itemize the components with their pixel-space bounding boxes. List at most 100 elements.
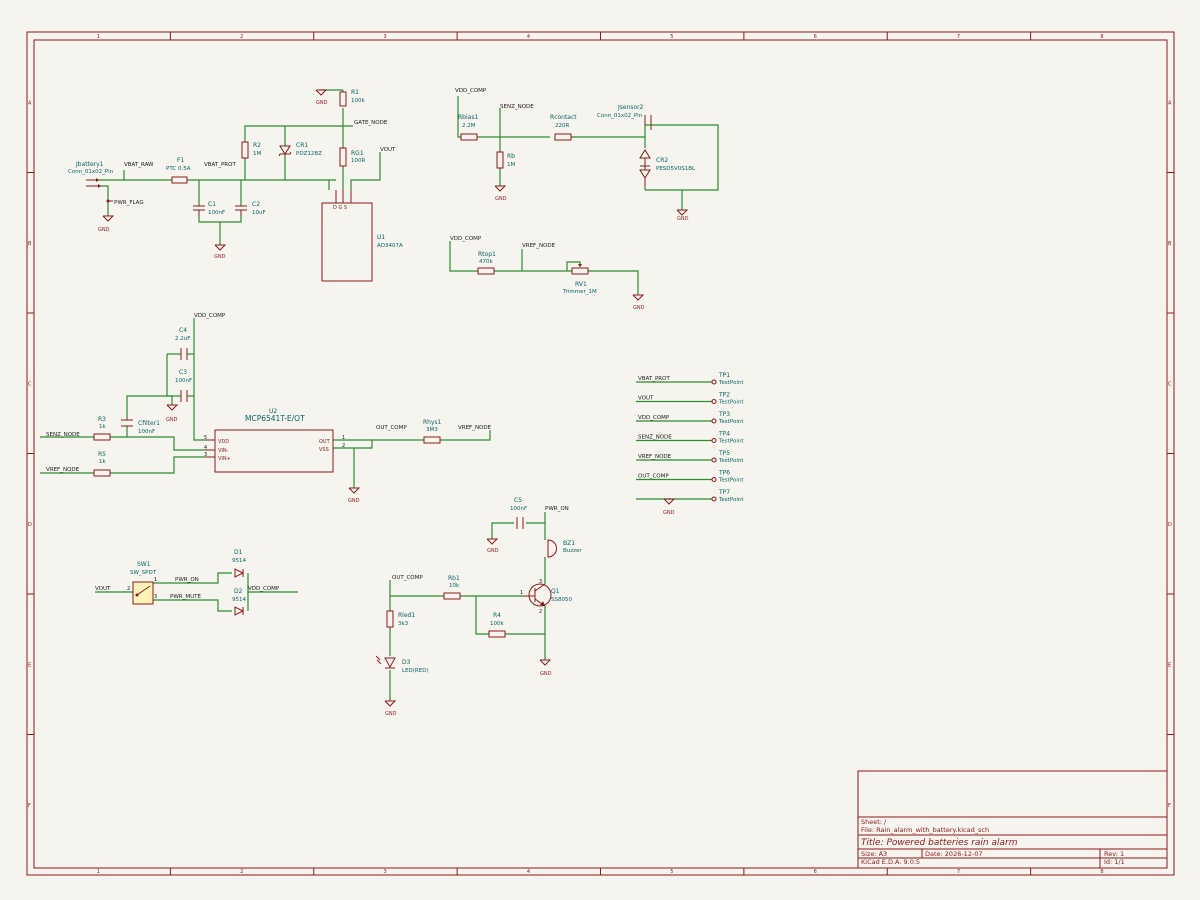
test-point-value: TestPoint	[718, 497, 744, 503]
r1-value: 100k	[351, 98, 365, 104]
rb-resistor[interactable]: Rb 1M	[496, 151, 515, 169]
grid-row-label-right: B	[1168, 241, 1172, 247]
rv1-trimmer[interactable]: RV1 Trimmer_1M	[562, 264, 597, 295]
grid-col-label-bottom: 6	[814, 869, 817, 875]
r1-resistor[interactable]: R1 100k	[339, 89, 365, 107]
test-point-ref: TP1	[718, 372, 730, 379]
d1-diode[interactable]: D1 9514	[232, 549, 246, 578]
r4-resistor[interactable]: R4 100k	[488, 612, 506, 638]
gnd-label: GND	[663, 510, 675, 516]
d2-ref: D2	[234, 588, 243, 595]
c5-capacitor[interactable]: C5 100nF	[510, 497, 527, 529]
c2-ref: C2	[252, 201, 260, 208]
c3-value: 100nF	[175, 378, 192, 384]
grid-row-label-right: C	[1168, 381, 1172, 387]
u2-comparator[interactable]: 5 4 3 1 2 VDD VIN- VIN+ OUT VSS U2 MCP65…	[204, 408, 345, 473]
rhys1-resistor[interactable]: Rhys1 3M3	[423, 419, 442, 444]
r3-value: 1k	[99, 424, 106, 430]
d2-diode[interactable]: D2 9514	[232, 588, 246, 616]
c4-capacitor[interactable]: C4 2.2uF	[175, 327, 190, 360]
bz1-buzzer[interactable]: BZ1 Buzzer	[547, 539, 582, 558]
grid-col-label-bottom: 2	[240, 869, 243, 875]
d1-value: 9514	[232, 558, 246, 564]
cr1-value: PDZ12BZ	[296, 151, 322, 157]
c5-ref: C5	[514, 497, 522, 504]
u1-pmos-mosfet[interactable]: D G S U1 AO3407A	[321, 190, 403, 282]
sw1-switch[interactable]: 2 1 3 SW1 SW_SPDT	[127, 561, 157, 605]
rtop1-resistor[interactable]: Rtop1 470k	[477, 251, 496, 275]
grid-col-label-bottom: 7	[957, 869, 960, 875]
net-vbat-prot: VBAT_PROT	[204, 162, 236, 168]
f1-fuse[interactable]: F1 PTC 0.5A	[166, 157, 191, 184]
gnd-symbol: GND	[384, 700, 397, 717]
r3-resistor[interactable]: R3 1k	[93, 416, 111, 441]
grid-row-label-left: E	[28, 662, 31, 668]
svg-text:2: 2	[342, 443, 345, 449]
jsensor2-ref: Jsensor2	[617, 104, 644, 111]
file-name: File: Rain_alarm_with_battery.kicad_sch	[861, 826, 989, 834]
gnd-label: GND	[214, 254, 226, 260]
grid-row-label-left: C	[28, 381, 32, 387]
test-point-ref: TP4	[718, 431, 730, 438]
rb1-value: 10k	[449, 583, 460, 589]
test-point-net: VDD_COMP	[638, 415, 670, 421]
rb1-resistor[interactable]: Rb1 10k	[443, 575, 461, 600]
rg1-resistor[interactable]: RG1 100R	[339, 147, 365, 167]
net-vdd-comp: VDD_COMP	[455, 88, 487, 94]
gnd-label: GND	[495, 196, 507, 202]
bz1-ref: BZ1	[563, 540, 575, 547]
grid-row-label-right: D	[1168, 522, 1172, 528]
r5-resistor[interactable]: R5 1k	[93, 451, 111, 477]
grid-col-label-top: 2	[240, 34, 243, 40]
rbias1-ref: Rbias1	[458, 114, 478, 121]
svg-text:1: 1	[342, 435, 345, 441]
d3-led[interactable]: D3 LED(RED)	[375, 655, 429, 674]
q1-npn-transistor[interactable]: 1 3 2 Q1 SS8050	[520, 579, 572, 615]
c5-value: 100nF	[510, 506, 527, 512]
output-driver-section: PWR_ON OUT_COMP GND C5 100nF BZ1 Buzzer …	[375, 497, 582, 717]
tool-name: KiCad E.D.A. 9.0.5	[861, 858, 920, 866]
power-switch-section: VOUT PWR_ON PWR_MUTE VDD_COMP 2 1 3 SW1 …	[95, 549, 298, 616]
net-pwr-on-2: PWR_ON	[545, 506, 569, 512]
sw1-value: SW_SPDT	[130, 570, 157, 576]
f1-value: PTC 0.5A	[166, 166, 191, 172]
u2-value: MCP6541T-E/OT	[245, 414, 305, 423]
net-vdd-comp-3: VDD_COMP	[194, 313, 226, 319]
jbattery1-ref: Jbattery1	[75, 161, 104, 168]
grid-col-label-top: 7	[957, 34, 960, 40]
c1-capacitor[interactable]: C1 100nF	[193, 201, 225, 216]
svg-text:1: 1	[154, 577, 157, 583]
jsensor2-connector[interactable]: Jsensor2 Conn_01x02_Pin	[597, 104, 652, 130]
test-point-ref: TP6	[718, 470, 730, 477]
q1-ref: Q1	[551, 588, 560, 595]
rb-ref: Rb	[507, 153, 515, 160]
cr1-zener-diode[interactable]: CR1 PDZ12BZ	[278, 142, 322, 157]
r3-ref: R3	[98, 416, 106, 423]
net-vref-node: VREF_NODE	[522, 243, 556, 249]
rled1-resistor[interactable]: Rled1 3k3	[386, 610, 415, 628]
r2-resistor[interactable]: R2 1M	[241, 141, 261, 159]
jbattery1-connector[interactable]: Jbattery1 Conn_01x02_Pin	[68, 161, 114, 188]
u2-ref: U2	[269, 408, 277, 415]
rbias1-resistor[interactable]: Rbias1 2.2M	[458, 114, 478, 141]
cfilter1-capacitor[interactable]: Cfilter1 100nF	[121, 419, 160, 435]
r5-ref: R5	[98, 451, 106, 458]
u2-pin-vdd: VDD	[218, 439, 229, 445]
c2-capacitor[interactable]: C2 10uF	[235, 201, 266, 216]
u2-pin-vin-plus: VIN+	[218, 456, 231, 462]
rcontact-resistor[interactable]: Rcontact 220R	[550, 114, 577, 141]
pwr-flag-label: PWR_FLAG	[114, 200, 144, 206]
rhys1-value: 3M3	[426, 427, 438, 433]
c3-capacitor[interactable]: C3 100nF	[175, 369, 192, 402]
test-point-value: TestPoint	[718, 478, 744, 484]
cr2-tvs-diode[interactable]: CR2 PESD5V0S1BL	[639, 149, 696, 187]
test-point-net: VBAT_PROT	[638, 376, 670, 382]
